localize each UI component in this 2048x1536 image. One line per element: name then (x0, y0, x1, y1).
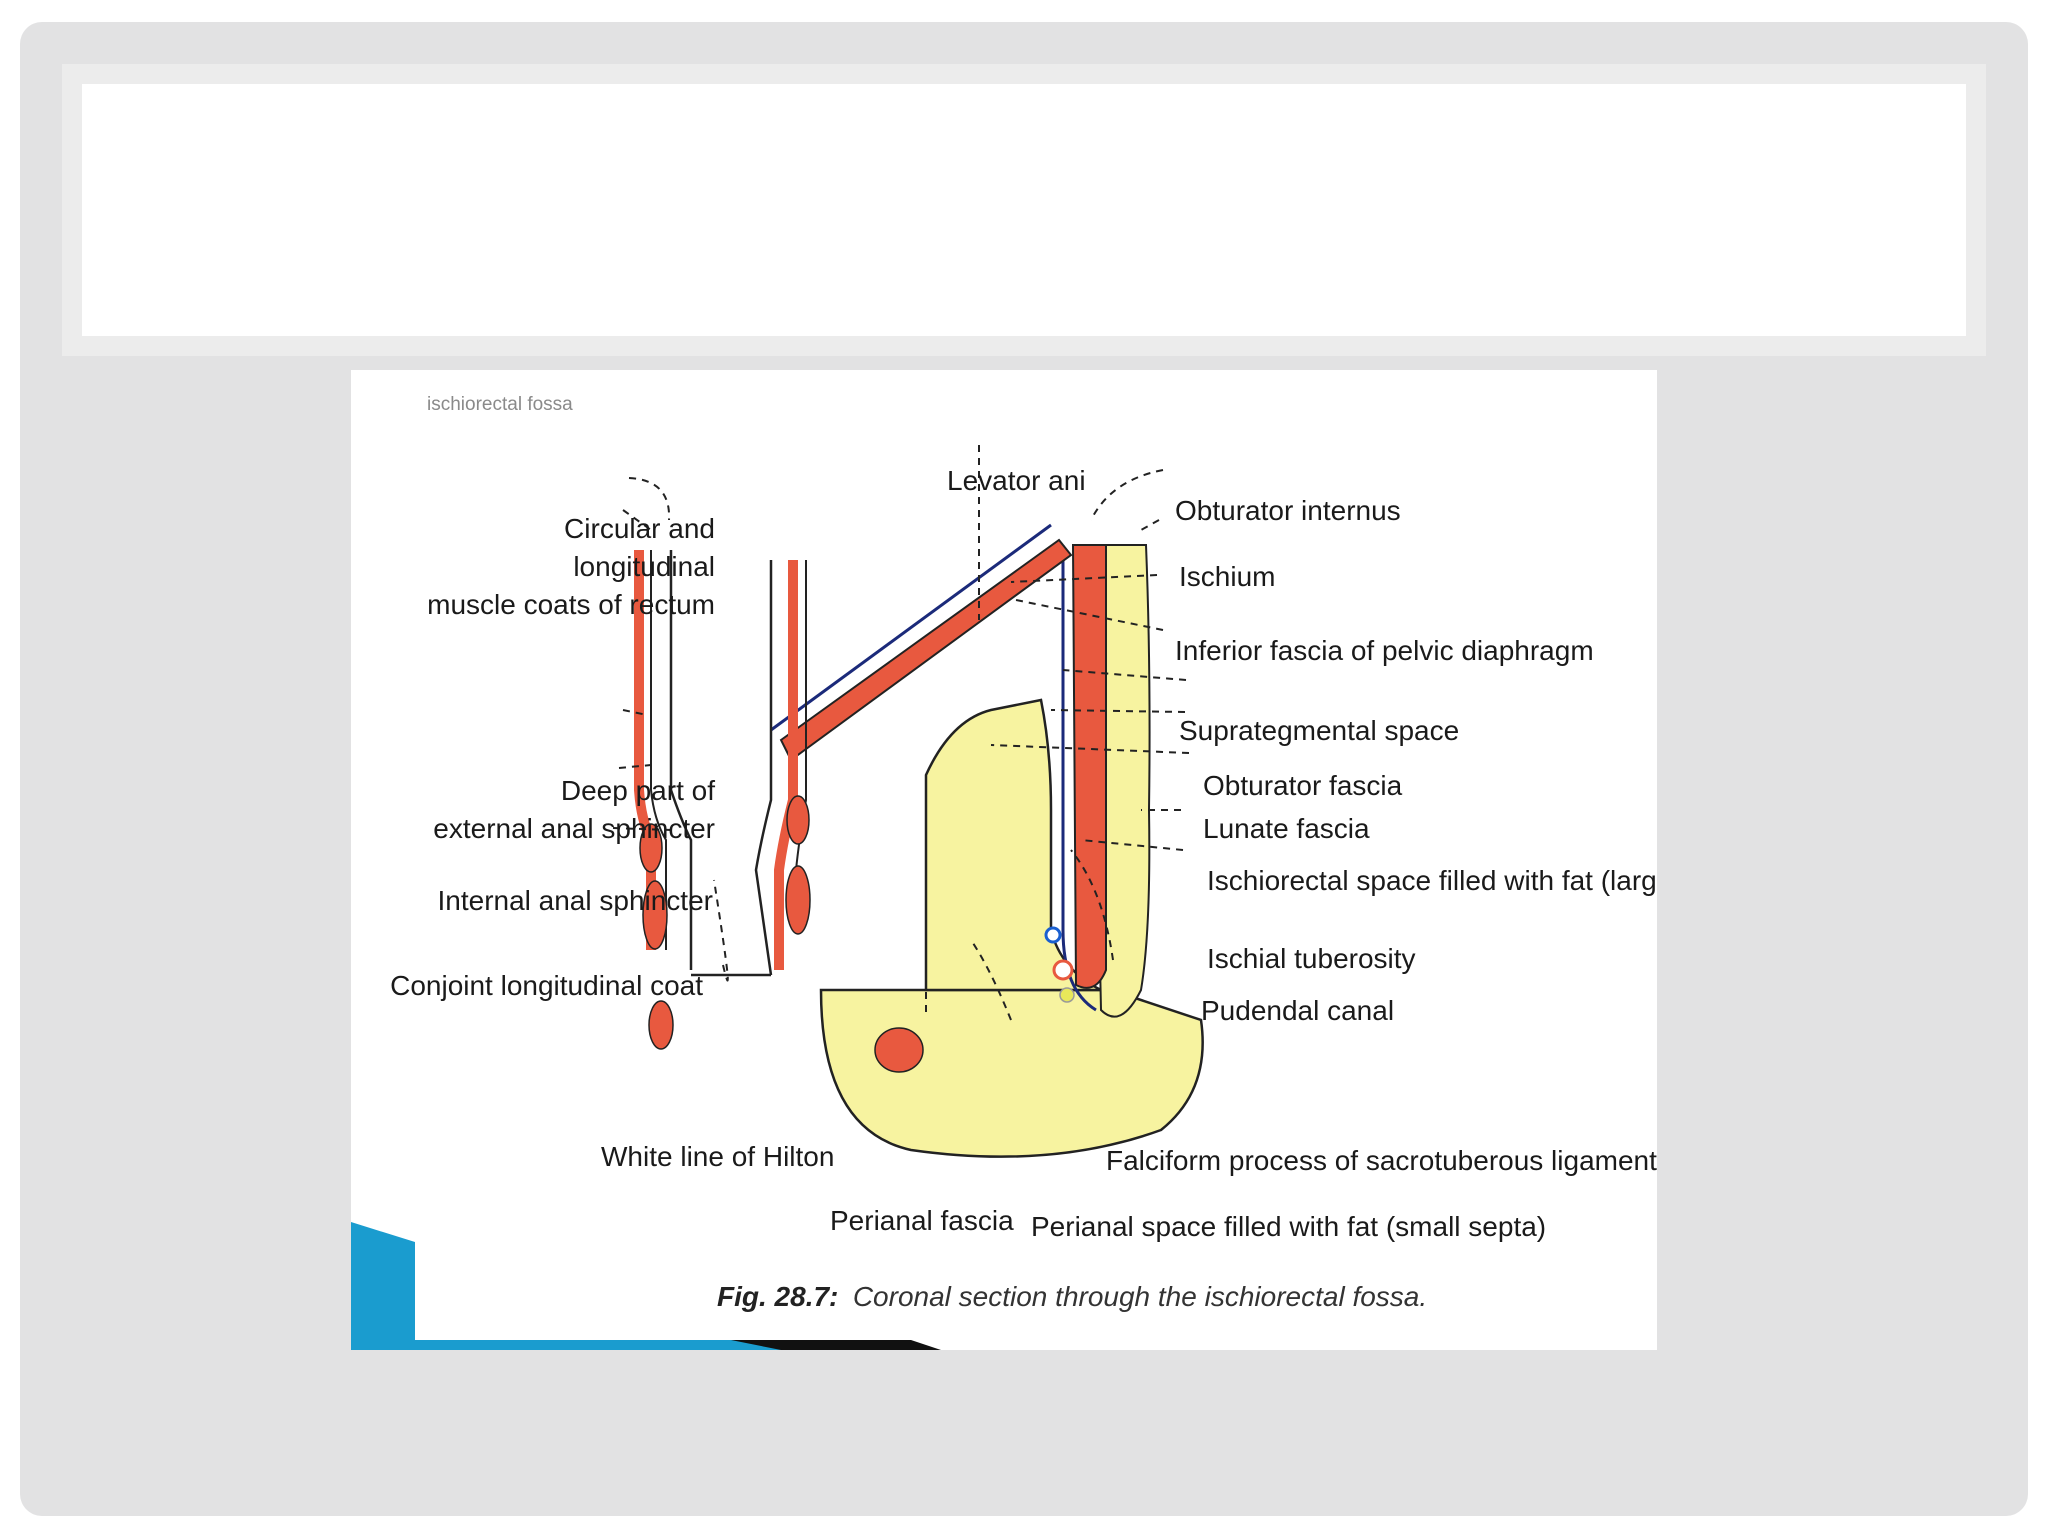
pudendal-vein (1052, 959, 1074, 981)
label-perianal-space: Perianal space filled with fat (small se… (1031, 1211, 1546, 1242)
label-suprategmental: Suprategmental space (1179, 715, 1459, 746)
title-placeholder-frame (62, 64, 1986, 356)
levator-ani-muscle (779, 538, 1073, 762)
leader-obturator-internus (1090, 469, 1164, 521)
label-falciform: Falciform process of sacrotuberous ligam… (1106, 1145, 1657, 1176)
label-perianal-fascia: Perianal fascia (830, 1205, 1014, 1236)
leader-lunate-fascia (1050, 709, 1186, 713)
label-internal-sphincter: Internal anal sphincter (437, 885, 713, 916)
label-conjoint: Conjoint longitudinal coat (390, 970, 703, 1001)
label-deep-part-line1: Deep part of (561, 775, 715, 806)
leader-conjoint (612, 827, 672, 831)
figure-caption: Fig. 28.7: Coronal section through the i… (717, 1281, 1427, 1312)
leader-perianal-space (970, 939, 1012, 1021)
internal-sphincter-right (785, 865, 811, 935)
obturator-internus-muscle (1071, 544, 1107, 989)
leader-white-line (713, 879, 729, 982)
rectum-lumen-right (754, 560, 773, 976)
anatomy-figure: ischiorectal fossa (351, 370, 1657, 1350)
perianal-fat (819, 988, 1204, 1158)
label-circular-line1: Circular and (564, 513, 715, 544)
label-circular-line2: longitudinal (573, 551, 715, 582)
subcutaneous-sphincter-right (874, 1027, 924, 1073)
label-obturator-fascia: Obturator fascia (1203, 770, 1403, 801)
label-lunate-fascia: Lunate fascia (1203, 813, 1370, 844)
label-deep-part-line2: external anal sphincter (433, 813, 715, 844)
ischiorectal-fossa-diagram: ischiorectal fossa (351, 394, 1657, 1350)
label-white-line: White line of Hilton (601, 1141, 834, 1172)
caption-prefix: Fig. 28.7: (717, 1281, 838, 1312)
leader-inferior-fascia (1010, 574, 1158, 583)
leader-deep-sphincter (622, 709, 648, 716)
label-inferior-fascia: Inferior fascia of pelvic diaphragm (1175, 635, 1594, 666)
deep-external-sphincter-left (639, 823, 663, 873)
pudendal-nerve (1059, 987, 1075, 1003)
blue-accent-shape (351, 1222, 871, 1350)
label-pudendal-canal: Pudendal canal (1201, 995, 1394, 1026)
label-circular-line3: muscle coats of rectum (427, 589, 715, 620)
black-accent-shape (731, 1340, 941, 1350)
slide-title[interactable] (82, 84, 1966, 336)
pudendal-artery (1044, 926, 1062, 944)
label-ischial-tuberosity: Ischial tuberosity (1207, 943, 1416, 974)
leader-internal-sphincter (618, 764, 652, 769)
label-ischiorectal-space: Ischiorectal space filled with fat (larg… (1207, 865, 1657, 896)
label-obturator-internus: Obturator internus (1175, 495, 1401, 526)
ischiorectal-fat (924, 698, 1102, 992)
figure-header: ischiorectal fossa (427, 394, 573, 415)
leader-falciform (1070, 849, 1114, 961)
label-levator-ani: Levator ani (947, 465, 1086, 496)
label-ischium: Ischium (1179, 561, 1275, 592)
rectum-lumen-left (669, 550, 693, 970)
internal-sphincter-left (642, 880, 668, 950)
levator-ani-fascia (770, 523, 1052, 732)
caption-text: Coronal section through the ischiorectal… (853, 1281, 1427, 1312)
leader-ischium (1140, 519, 1160, 531)
deep-external-sphincter-right (786, 795, 810, 845)
leader-pudendal-canal (1080, 839, 1184, 851)
rectum-coat-left (650, 550, 667, 950)
subcutaneous-sphincter-left (648, 1000, 674, 1050)
leader-circular-coats-2 (622, 509, 652, 531)
